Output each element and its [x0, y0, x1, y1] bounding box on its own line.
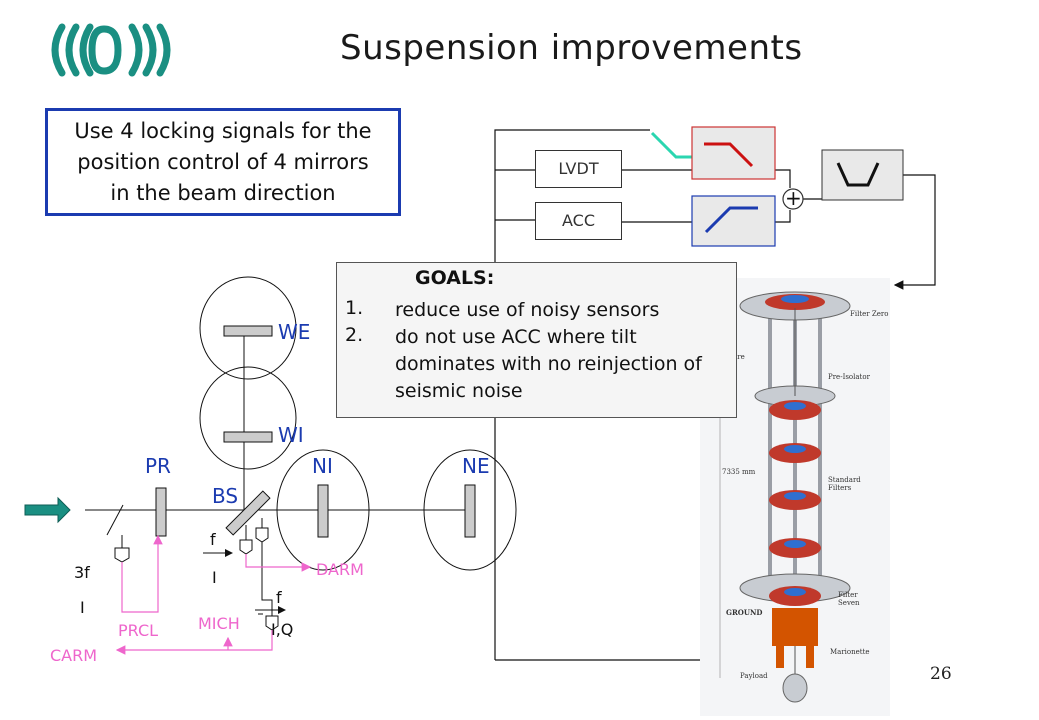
pd-3f: [114, 547, 130, 563]
low-pass-filter: [691, 195, 776, 247]
lvdt-box: LVDT: [535, 150, 622, 188]
info-line: position control of 4 mirrors: [77, 150, 369, 174]
control-loop-wiring: [494, 129, 936, 661]
label-3f: 3f: [74, 563, 90, 582]
pd-bs-3: [265, 615, 279, 631]
info-line: in the beam direction: [110, 181, 336, 205]
info-box: Use 4 locking signals for the position c…: [45, 108, 401, 216]
summing-plus: +: [785, 186, 802, 210]
tower-label-filter-zero: Filter Zero: [850, 310, 889, 318]
label-pr: PR: [145, 454, 171, 478]
label-ni: NI: [312, 454, 333, 478]
pd-bs-1: [239, 539, 253, 555]
tower-label-height: 7335 mm: [722, 468, 756, 476]
goals-title: GOALS:: [415, 267, 495, 289]
lvdt-switch-line: [650, 131, 692, 159]
tower-label-standard-filters: Standard Filters: [828, 476, 861, 492]
bs-mirror: [225, 490, 271, 536]
pickoff-mirror: [106, 504, 124, 536]
ne-mirror: [464, 484, 476, 538]
wi-cavity-ellipse: [199, 366, 297, 470]
darm-path: [245, 554, 312, 572]
label-f2: f: [276, 588, 282, 607]
page-number: 26: [930, 664, 952, 684]
label-ne: NE: [462, 454, 490, 478]
goal-number: 2.: [345, 324, 364, 346]
we-cavity-ellipse: [199, 276, 297, 380]
lvdt-label: LVDT: [558, 159, 599, 178]
low-pass-curve-icon: [704, 206, 758, 234]
tower-drawing: [719, 291, 851, 703]
acc-box: ACC: [535, 202, 622, 240]
label-darm: DARM: [316, 560, 364, 579]
goal-text: do not use ACC where tilt dominates with…: [395, 326, 702, 402]
tower-label-filter-seven: Filter Seven: [838, 591, 860, 607]
virgo-logo: [51, 23, 171, 77]
label-prcl: PRCL: [118, 621, 159, 640]
prcl-path: [121, 534, 163, 613]
goals-box: GOALS: 1. reduce use of noisy sensors 2.…: [336, 262, 737, 418]
label-mich: MICH: [198, 614, 240, 633]
tower-label-payload: Payload: [740, 672, 768, 680]
label-bs: BS: [212, 484, 239, 508]
goal-text: reduce use of noisy sensors: [395, 299, 660, 321]
info-line: Use 4 locking signals for the: [74, 119, 372, 143]
label-wi: WI: [278, 423, 304, 447]
summing-junction: [782, 188, 804, 210]
notch-filter: [821, 149, 904, 201]
pd-bs-2: [255, 527, 269, 543]
superattenuator-illustration: Filter Zero Wire Pre-Isolator 7335 mm St…: [700, 278, 890, 716]
label-i3: I: [80, 598, 85, 617]
high-pass-curve-icon: [704, 142, 754, 168]
ni-mirror: [317, 484, 329, 538]
pr-mirror: [155, 487, 167, 537]
we-mirror: [223, 325, 273, 337]
label-f1: f: [210, 530, 216, 549]
label-i1: I: [212, 568, 217, 587]
label-we: WE: [278, 320, 311, 344]
acc-label: ACC: [561, 211, 595, 230]
tower-label-pre-isolator: Pre-Isolator: [828, 373, 870, 381]
carm-path: [115, 630, 273, 655]
goal-number: 1.: [345, 297, 364, 319]
tower-label-ground: GROUND: [726, 608, 763, 617]
tower-label-marionette: Marionette: [830, 648, 870, 656]
notch-curve-icon: [836, 162, 880, 187]
input-beam-arrow: [24, 496, 71, 524]
slide-title: Suspension improvements: [340, 28, 803, 68]
label-iq: I,Q: [271, 620, 294, 639]
wi-mirror: [223, 431, 273, 443]
label-carm: CARM: [50, 646, 98, 665]
high-pass-filter: [691, 126, 776, 180]
